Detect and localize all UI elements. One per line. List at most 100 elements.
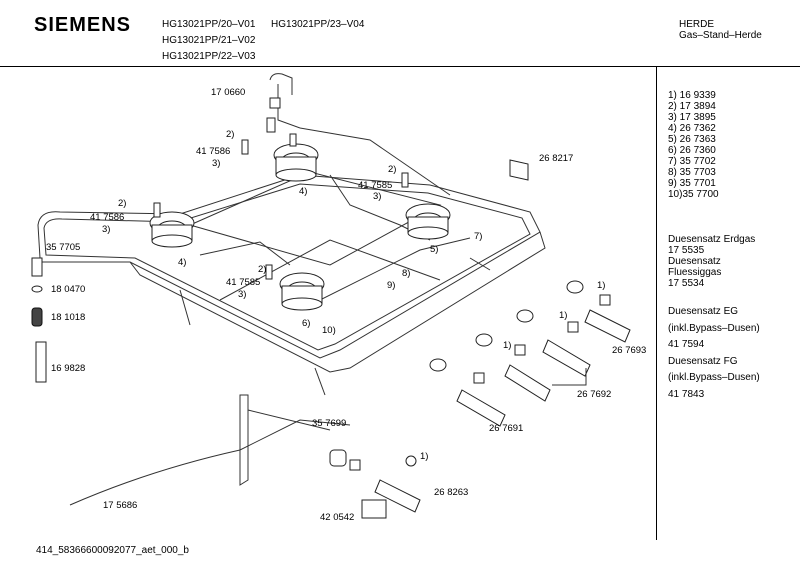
part-callout: 1) [420,451,429,462]
thermocouple-tip [153,202,161,218]
part-callout: 17 0660 [211,87,246,98]
part-callout: 18 0470 [51,284,86,295]
fitting-181018 [31,307,43,327]
legend-item: (inkl.Bypass–Dusen) [668,322,760,334]
spark-generator [361,499,387,519]
document-id: 414_58366600092077_aet_000_b [36,545,189,556]
model-number: HG13021PP/22–V03 [162,51,256,62]
leader-line [552,368,587,386]
part-callout: 7) [474,231,483,242]
part-callout: 5) [430,244,439,255]
legend-item: Duesensatz [668,256,721,267]
legend-item: Duesensatz FG [668,355,738,367]
gas-valve [429,358,506,427]
burner-front [279,272,325,311]
part-callout: 8) [402,268,411,279]
fitting [266,117,276,133]
nut-170660 [269,97,281,109]
thermocouple-tip [265,264,273,280]
rod [239,394,249,486]
legend-item: 4) 26 7362 [668,123,716,134]
part-callout: 2) [226,129,235,140]
part-callout: 17 5686 [103,500,138,511]
burner-top [273,143,319,182]
legend-item: 5) 26 7363 [668,134,716,145]
part-callout: 18 1018 [51,312,86,323]
burner-left [149,211,195,248]
brand-logo: SIEMENS [34,14,132,36]
part-callout: 2) [388,164,397,175]
nozzle-kit-legend: Duesensatz Erdgas 17 5535 Duesensatz Flu… [668,234,755,289]
part-callout: 26 7691 [489,423,524,434]
fitting [349,459,361,471]
legend-item: 6) 26 7360 [668,145,716,156]
legend-item: 41 7594 [668,339,705,350]
electrode [289,133,297,147]
part-callout: 3) [238,289,247,300]
part-callout: 1) [597,280,606,291]
legend-item: Duesensatz EG [668,306,739,317]
part-callout: 6) [302,318,311,329]
legend-item: 17 5534 [668,278,705,289]
part-callout: 35 7699 [312,418,347,429]
part-callout: 41 7585 [358,180,393,191]
legend-item: Duesensatz Erdgas [668,234,756,245]
part-callout: 35 7705 [46,242,81,253]
part-callout: 4) [299,186,308,197]
part-callout: 2) [118,198,127,209]
part-callout: 41 7585 [226,277,261,288]
part-callout: 41 7586 [90,212,125,223]
legend-item: 7) 35 7702 [668,156,716,167]
adapter-169828 [35,341,47,383]
part-callout: 3) [373,191,382,202]
washer-180470 [31,285,43,293]
gas-valve [566,280,631,343]
legend-item: 17 5535 [668,245,705,256]
part-callout: 3) [102,224,111,235]
ignition-module [509,159,529,181]
legend-item: 9) 35 7701 [668,178,716,189]
model-number: HG13021PP/21–V02 [162,35,256,46]
legend-divider [656,66,657,540]
burner-right [405,203,451,240]
rod [247,409,331,431]
part-callout: 41 7586 [196,146,231,157]
legend-item: 3) 17 3895 [668,112,716,123]
legend-item: Fluessiggas [668,267,722,278]
subcategory-label: Gas–Stand–Herde [679,30,762,41]
part-callout: 26 8263 [434,487,469,498]
parts-legend: 1) 16 9339 2) 17 3894 3) 17 3895 4) 26 7… [668,90,719,200]
part-callout: 1) [503,340,512,351]
part-callout: 10) [322,325,336,336]
thermocouple-lead [69,419,351,506]
part-callout: 42 0542 [320,512,355,523]
legend-item: 1) 16 9339 [668,90,716,101]
part-callout: 26 8217 [539,153,574,164]
part-callout: 26 7692 [577,389,612,400]
part-callout: 4) [178,257,187,268]
gas-valve [516,309,591,377]
legend-item: 10)35 7700 [668,189,719,200]
thermocouple-tip [241,139,249,155]
thermocouple-tip [401,172,409,188]
nut [329,449,347,467]
bypass-kit-legend: Duesensatz EG (inkl.Bypass–Dusen) 41 759… [668,304,760,403]
part-callout: 9) [387,280,396,291]
part-callout: 1) [559,310,568,321]
legend-item: (inkl.Bypass–Dusen) [668,372,760,383]
header-divider [0,66,800,67]
part-callout: 3) [212,158,221,169]
legend-item: 41 7843 [668,388,705,400]
category-label: HERDE [679,19,715,30]
model-number: HG13021PP/20–V01 [162,19,256,30]
model-number: HG13021PP/23–V04 [271,19,365,30]
safety-valve [374,479,421,513]
connector-357705 [31,257,43,277]
part-callout: 2) [258,264,267,275]
burner-frame [37,73,546,396]
legend-item: 2) 17 3894 [668,101,716,112]
washer [405,455,417,467]
part-callout: 16 9828 [51,363,86,374]
gas-valve [475,333,551,402]
